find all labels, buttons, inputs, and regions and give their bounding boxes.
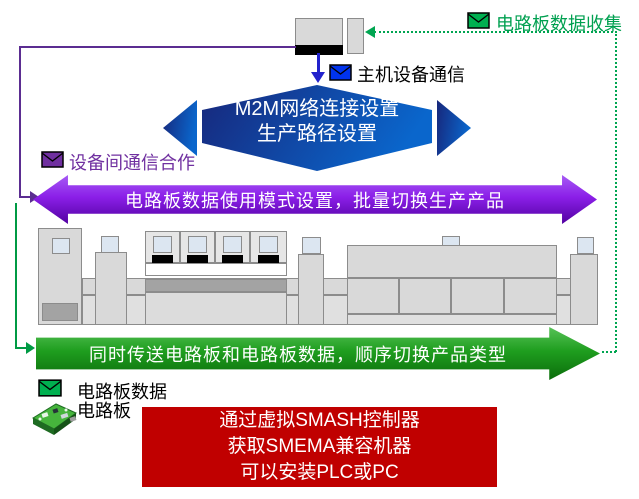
oven-top bbox=[347, 245, 557, 278]
module-group-whiteband bbox=[145, 263, 287, 276]
green-arrow-text: 同时传送电路板和电路板数据，顺序切换产品类型 bbox=[89, 344, 507, 365]
hexagon-line1: M2M网络连接设置 bbox=[234, 98, 400, 120]
machine2-screen bbox=[101, 236, 119, 253]
green-line-elbow bbox=[15, 347, 27, 349]
purple-line-left bbox=[19, 46, 21, 197]
module1-screen bbox=[153, 236, 172, 253]
machine-unloader-body bbox=[570, 254, 598, 325]
collect-label: 电路板数据收集 bbox=[496, 14, 622, 34]
machine-loader-screen bbox=[52, 238, 70, 254]
green-line-left bbox=[15, 203, 17, 349]
oven-section-1 bbox=[347, 278, 399, 314]
device-coop-label: 设备间通信合作 bbox=[69, 153, 195, 173]
module-group-base bbox=[145, 292, 287, 325]
module4-slot bbox=[258, 255, 279, 263]
machine-loader-base bbox=[42, 303, 78, 321]
purple-double-arrow: 电路板数据使用模式设置，批量切换生产产品 bbox=[33, 175, 597, 224]
host-monitor-icon bbox=[295, 18, 343, 46]
machine2-body bbox=[95, 252, 127, 325]
machine4-body bbox=[298, 254, 324, 325]
module-group-belt bbox=[145, 279, 287, 292]
machine-unloader-screen bbox=[577, 237, 594, 254]
pcb-board-icon bbox=[31, 403, 77, 435]
envelope-purple-icon bbox=[41, 151, 64, 168]
host-comm-label: 主机设备通信 bbox=[357, 65, 465, 85]
red-box-line3: 可以安装PLC或PC bbox=[240, 462, 399, 483]
host-tower-icon bbox=[347, 18, 364, 54]
blue-arrow-line bbox=[317, 53, 320, 73]
hexagon-left-wing bbox=[163, 100, 197, 156]
purple-arrow-text: 电路板数据使用模式设置，批量切换生产产品 bbox=[125, 190, 505, 211]
green-flow-arrow: 同时传送电路板和电路板数据，顺序切换产品类型 bbox=[36, 327, 600, 380]
oven-section-3 bbox=[451, 278, 504, 314]
dotted-line-top bbox=[374, 31, 617, 33]
module3-slot bbox=[222, 255, 243, 263]
blue-arrowhead-down-icon bbox=[311, 72, 325, 83]
dotted-line-right bbox=[615, 31, 617, 352]
machine4-screen bbox=[302, 237, 321, 254]
green-arrowhead-right-icon bbox=[26, 342, 35, 354]
oven-section-4 bbox=[504, 278, 557, 314]
purple-line-top bbox=[19, 46, 296, 48]
dotted-arrowhead-left-icon bbox=[365, 26, 375, 38]
module3-screen bbox=[223, 236, 242, 253]
envelope-green-icon bbox=[467, 12, 490, 29]
hexagon-line2: 生产路径设置 bbox=[257, 123, 377, 145]
red-note-box: 通过虚拟SMASH控制器 获取SMEMA兼容机器 可以安装PLC或PC bbox=[142, 407, 497, 487]
pcb-data-label: 电路板数据 bbox=[77, 382, 167, 402]
module2-slot bbox=[187, 255, 208, 263]
oven-section-2 bbox=[399, 278, 451, 314]
purple-line-elbow bbox=[19, 196, 31, 198]
module1-slot bbox=[152, 255, 173, 263]
host-monitor-base bbox=[295, 45, 343, 55]
module4-screen bbox=[259, 236, 278, 253]
envelope-green-bottom-icon bbox=[38, 379, 62, 397]
pcb-label: 电路板 bbox=[77, 401, 131, 421]
purple-arrowhead-right-icon bbox=[30, 191, 39, 203]
red-box-line2: 获取SMEMA兼容机器 bbox=[227, 436, 412, 457]
m2m-hexagon-shape bbox=[163, 85, 471, 171]
dotted-line-bottom bbox=[602, 351, 616, 353]
envelope-blue-icon bbox=[329, 64, 352, 81]
red-box-line1: 通过虚拟SMASH控制器 bbox=[219, 410, 420, 431]
m2m-hexagon-text: M2M网络连接设置 生产路径设置 bbox=[203, 96, 431, 148]
hexagon-right-wing bbox=[437, 100, 471, 156]
module2-screen bbox=[188, 236, 207, 253]
oven-rail bbox=[347, 314, 557, 325]
